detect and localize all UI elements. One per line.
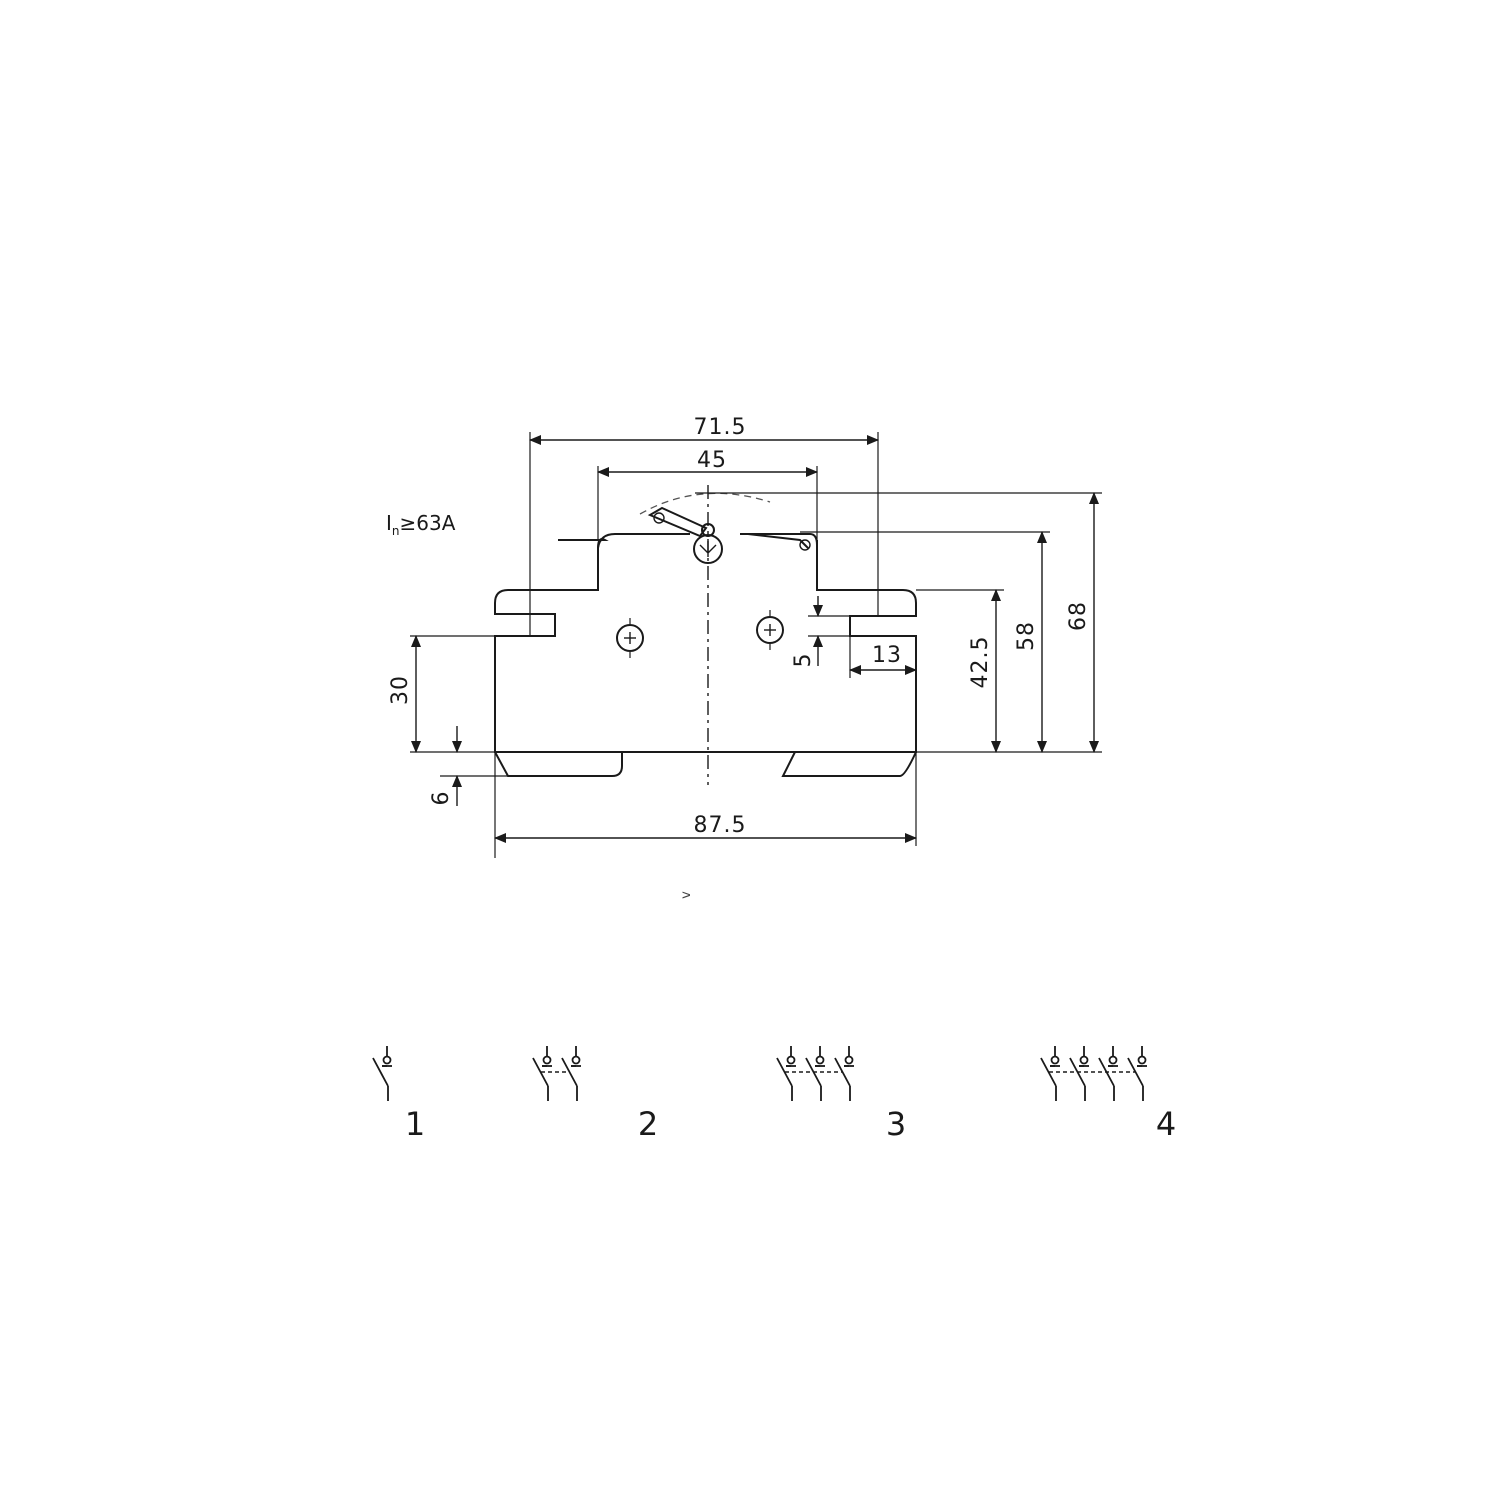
switch-contact-symbol	[1127, 1046, 1147, 1101]
dimension-rail-offset: 6	[429, 726, 508, 806]
rating-note-subscript: n	[392, 524, 400, 538]
pole-group-4: 4	[1040, 1046, 1176, 1143]
dimension-label-13: 13	[872, 643, 902, 668]
dimension-label-6: 6	[429, 791, 454, 806]
switch-contact-symbol	[805, 1046, 825, 1101]
switch-contact-symbol	[1069, 1046, 1089, 1101]
dimension-front-height: 58	[800, 531, 1050, 753]
dimension-top-width: 71.5	[529, 415, 879, 636]
dimension-label-68: 68	[1066, 601, 1091, 631]
dimension-terminal-depth: 13	[849, 636, 917, 678]
pole-count-label: 1	[405, 1105, 425, 1143]
pole-count-label: 3	[886, 1105, 906, 1143]
switch-contact-symbol	[776, 1046, 796, 1101]
pole-count-label: 4	[1156, 1105, 1176, 1143]
dimension-body-height: 42.5	[916, 589, 1004, 753]
breaker-body-outline	[494, 533, 917, 777]
switch-contact-symbol	[1098, 1046, 1118, 1101]
dimension-total-height: 68	[695, 492, 1102, 753]
switch-contact-symbol	[372, 1046, 392, 1101]
pole-count-label: 2	[638, 1105, 658, 1143]
dimension-label-42-5: 42.5	[968, 636, 993, 689]
rating-note-suffix: ≥63A	[400, 511, 456, 535]
operating-handle	[639, 485, 811, 785]
terminal-screw-right	[756, 610, 784, 650]
dimension-label-5: 5	[791, 653, 816, 668]
dimension-label-71-5: 71.5	[694, 415, 747, 440]
dimension-total-width: 87.5	[494, 752, 917, 858]
switch-contact-symbol	[561, 1046, 581, 1101]
rating-note-prefix: I	[386, 511, 392, 535]
pole-group-1: 1	[372, 1046, 425, 1143]
rating-note-text: In≥63A	[386, 511, 456, 538]
dimension-label-30: 30	[388, 675, 413, 705]
switch-contact-symbol	[532, 1046, 552, 1101]
stray-mark: v	[679, 891, 694, 899]
pole-configurations: 1 2 3 4	[372, 1046, 1176, 1143]
dimension-handle-width: 45	[597, 448, 818, 540]
dimension-label-45: 45	[697, 448, 727, 473]
pole-group-2: 2	[532, 1046, 658, 1143]
dimension-terminal-offset: 5	[791, 596, 850, 668]
terminal-screw-left	[616, 618, 644, 658]
switch-contact-symbol	[1040, 1046, 1060, 1101]
rating-note: In≥63A	[386, 511, 456, 538]
switch-contact-symbol	[834, 1046, 854, 1101]
dimension-terminal-height: 30	[388, 635, 495, 753]
pole-group-3: 3	[776, 1046, 906, 1143]
dimension-label-87-5: 87.5	[694, 813, 747, 838]
dimension-label-58: 58	[1014, 621, 1039, 651]
